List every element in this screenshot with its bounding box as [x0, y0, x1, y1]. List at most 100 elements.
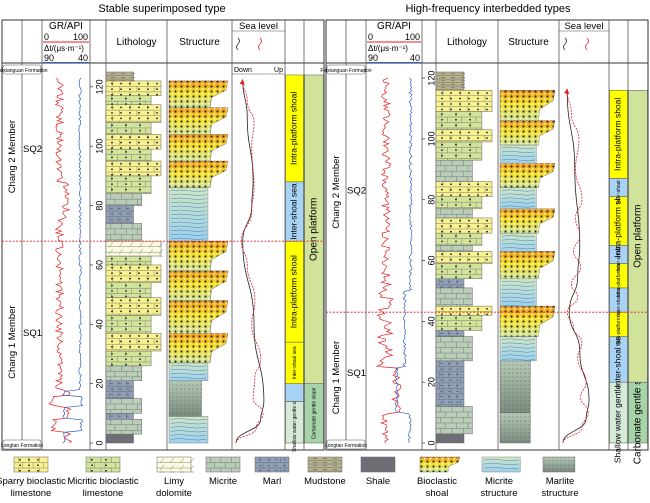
structure-bed-bioclastic_shoal — [168, 240, 229, 272]
structure-bed-bioclastic_shoal — [499, 89, 556, 121]
lithology-bed-marl — [105, 205, 134, 224]
structure-bed-micrite_structure — [499, 232, 537, 252]
structure-bed-bioclastic_shoal — [168, 107, 229, 135]
lithology-bed-micrite — [105, 398, 142, 414]
structure-bed-bioclastic_shoal — [499, 120, 556, 146]
third-order-sea-level-curve — [235, 80, 265, 444]
thickness-tick-label: 0 — [426, 440, 436, 445]
legend-label-line1: Mudstone — [304, 476, 346, 487]
lithology-bed-micritic — [105, 350, 152, 367]
thickness-tick-label: 0 — [94, 441, 104, 446]
panel-title-right: High-frequency interbedded types — [405, 3, 571, 15]
structure-bed-marlite_structure — [168, 380, 202, 417]
legend-swatch — [360, 456, 396, 473]
header-gr-min: 0 — [368, 32, 373, 42]
subfacies-block — [285, 383, 304, 402]
lithology-bed-micritic — [105, 95, 152, 105]
top-formation-text: Feixianguan Formation — [320, 68, 371, 74]
sequence-label: SQ2 — [347, 186, 366, 197]
lithology-bed-micritic — [105, 148, 152, 162]
header-ac-min: 90 — [44, 53, 54, 63]
thickness-tick-label: 100 — [94, 139, 104, 154]
lithology-bed-sparry — [105, 160, 162, 177]
header-ac-max: 40 — [78, 53, 88, 63]
legend-label-line1: Micrite — [209, 476, 237, 487]
subfacies-block: Intra-platform shoal — [285, 74, 304, 183]
third-order-sea-level-curve — [562, 90, 590, 444]
structure-bed-bioclastic_shoal — [499, 162, 556, 188]
sea-level-up-label: Up — [274, 67, 283, 74]
lithology-bed-micrite — [435, 406, 473, 435]
sea-level-down-label: Down — [234, 67, 252, 74]
lithology-bed-limy_dolomite — [105, 240, 164, 257]
member-label: Chang 2 Member — [7, 120, 18, 193]
lithology-bed-shale — [105, 433, 134, 444]
thickness-tick-label: 60 — [94, 260, 104, 270]
legend-label: Shale — [366, 476, 390, 487]
fourth-order-icon — [258, 37, 262, 51]
sea-level-arrow-icon — [564, 88, 570, 95]
thickness-tick-label: 80 — [426, 195, 436, 205]
subfacies-label: Shallow water gentle slope — [613, 362, 623, 463]
header-lithology: Lithology — [447, 37, 487, 48]
lithology-bed-marl — [435, 360, 465, 407]
header-ac-label: Δt/(μs·m⁻¹) — [44, 44, 84, 53]
legend-swatch — [481, 456, 521, 473]
header-sea-level: Sea level — [564, 21, 603, 32]
third-order-icon — [563, 37, 567, 51]
structure-bed-micrite_structure — [168, 362, 209, 381]
fourth-order-icon — [585, 37, 589, 51]
structure-bed-bioclastic_shoal — [499, 305, 556, 337]
legend-label-line1: Micritic bioclastic — [67, 476, 139, 487]
panel-frame — [1, 19, 325, 451]
structure-bed-bioclastic_shoal — [168, 160, 229, 189]
subfacies-label: Inter-shoal sea — [616, 238, 622, 271]
subfacies-block: Intra-platform shoal — [609, 89, 628, 179]
lithology-bed-micritic — [105, 315, 152, 334]
structure-bed-micrite_structure — [499, 278, 537, 307]
fourth-order-sea-level-curve — [562, 90, 589, 444]
legend-label-line2: shoal — [426, 488, 449, 499]
legend-label-line2: structure — [542, 488, 579, 499]
subfacies-label: Shallow water gentle slope — [292, 392, 298, 452]
member-label: Chang 1 Member — [331, 341, 342, 414]
lithology-bed-micritic — [435, 141, 483, 161]
bottom-formation-text: Longtan Formation — [1, 443, 43, 449]
structure-bed-marlite_structure — [499, 412, 531, 444]
bottom-formation-label: Longtan Formation — [325, 439, 367, 450]
legend-item-micrite: Micrite — [205, 456, 241, 487]
facies-block: Open platform — [304, 74, 324, 384]
lithology-bed-marl — [105, 413, 134, 420]
legend-label-line1: Limy — [164, 476, 184, 487]
structure-bed-bioclastic_shoal — [168, 134, 229, 162]
subfacies-label: Inter-shoal sea — [616, 283, 622, 316]
member-label: Chang 2 Member — [331, 155, 342, 228]
thickness-tick-label: 120 — [94, 79, 104, 94]
lithology-bed-micrite — [435, 287, 473, 307]
legend-item-shale: Shale — [360, 456, 396, 487]
legend-label-line1: Bioclastic — [417, 476, 457, 487]
ac-log-curve — [394, 77, 413, 444]
structure-bed-bioclastic_shoal — [168, 332, 229, 364]
header-gr-min: 0 — [44, 32, 49, 42]
structure-bed-micrite_structure — [499, 336, 537, 362]
thickness-tick-label: 20 — [94, 379, 104, 389]
lithology-bed-sparry — [105, 104, 162, 123]
subfacies-label: Inter-shoal sea — [616, 171, 622, 204]
legend-item-marl: Marl — [254, 456, 290, 487]
thickness-tick-label: 40 — [94, 319, 104, 329]
thickness-tick-label: 80 — [94, 201, 104, 211]
legend-label: Micrite — [209, 476, 237, 487]
top-formation-text: Feixianguan Formation — [0, 68, 48, 74]
structure-column — [499, 89, 556, 444]
structure-bed-micrite_structure — [168, 187, 209, 242]
legend-label: Mudstone — [304, 476, 346, 487]
